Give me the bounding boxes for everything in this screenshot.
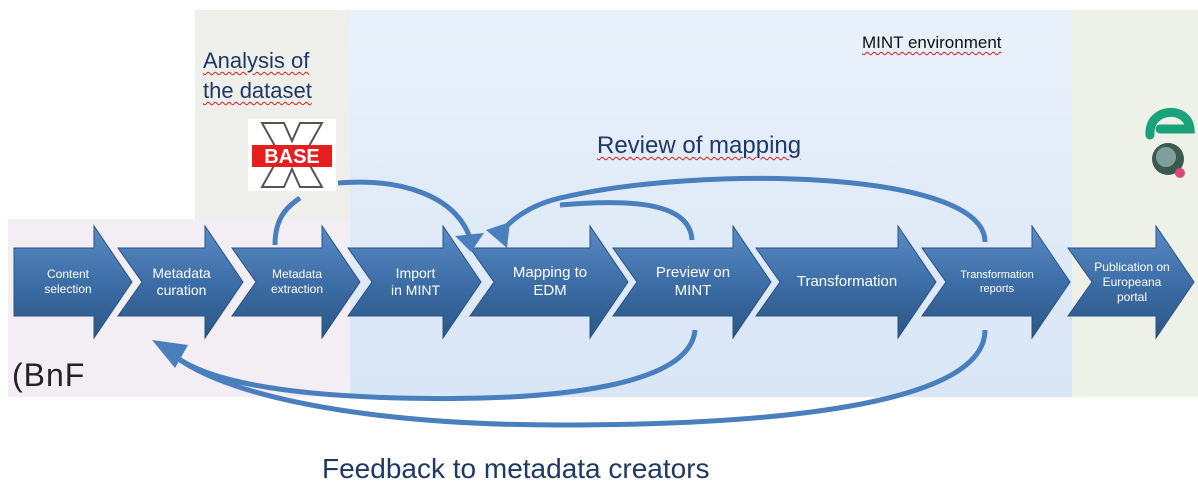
step-arrow-1 bbox=[13, 224, 133, 340]
basex-logo-text: BASE bbox=[264, 146, 320, 168]
europeana-region bbox=[1072, 10, 1198, 397]
mint-environment-label: MINT environment bbox=[862, 33, 1002, 52]
feedback-arrowhead bbox=[152, 340, 188, 368]
step-arrow-4 bbox=[347, 224, 482, 340]
feedback-label: Feedback to metadata creators bbox=[322, 453, 710, 484]
step-label-9: Publication on Europeana portal bbox=[1094, 259, 1170, 304]
step-label-1: Content selection bbox=[44, 267, 92, 296]
step-arrow-2 bbox=[117, 224, 244, 340]
step-label-5: Mapping to EDM bbox=[512, 264, 588, 299]
step-arrow-5 bbox=[469, 224, 629, 340]
analysis-label-text: Analysis of the dataset bbox=[203, 48, 312, 103]
step-arrow-8 bbox=[921, 224, 1071, 340]
preview-feedback-arc bbox=[168, 329, 698, 402]
step-label-3: Metadata extraction bbox=[270, 267, 324, 296]
step-arrow-9 bbox=[1067, 224, 1195, 340]
step-arrow-6 bbox=[612, 224, 772, 340]
basex-logo: BASE bbox=[248, 119, 336, 191]
review-of-mapping-label: Review of mapping bbox=[597, 132, 802, 159]
step-label-2: Metadata curation bbox=[152, 265, 211, 298]
reports-review-arc bbox=[497, 175, 988, 243]
step-label-7: Transformation bbox=[796, 273, 898, 290]
review-arrowhead bbox=[486, 222, 510, 248]
basex-to-import-arc bbox=[337, 179, 473, 239]
europeana-logo bbox=[1140, 95, 1196, 185]
step-label-8: Transformation reports bbox=[960, 269, 1034, 295]
basex-to-import-arrowhead bbox=[455, 233, 484, 252]
extraction-to-basex-arc bbox=[272, 195, 302, 246]
reports-feedback-arc bbox=[178, 329, 988, 428]
step-arrow-7 bbox=[755, 224, 937, 340]
preview-review-small-arc bbox=[559, 200, 695, 241]
analysis-label: Analysis of the dataset bbox=[203, 46, 312, 106]
step-arrows bbox=[13, 224, 1195, 340]
step-label-4: Import in MINT bbox=[391, 265, 440, 298]
step-arrow-3 bbox=[231, 224, 361, 340]
step-label-6: Preview on MINT bbox=[655, 264, 731, 299]
bnf-logo: (BnF bbox=[12, 357, 86, 393]
